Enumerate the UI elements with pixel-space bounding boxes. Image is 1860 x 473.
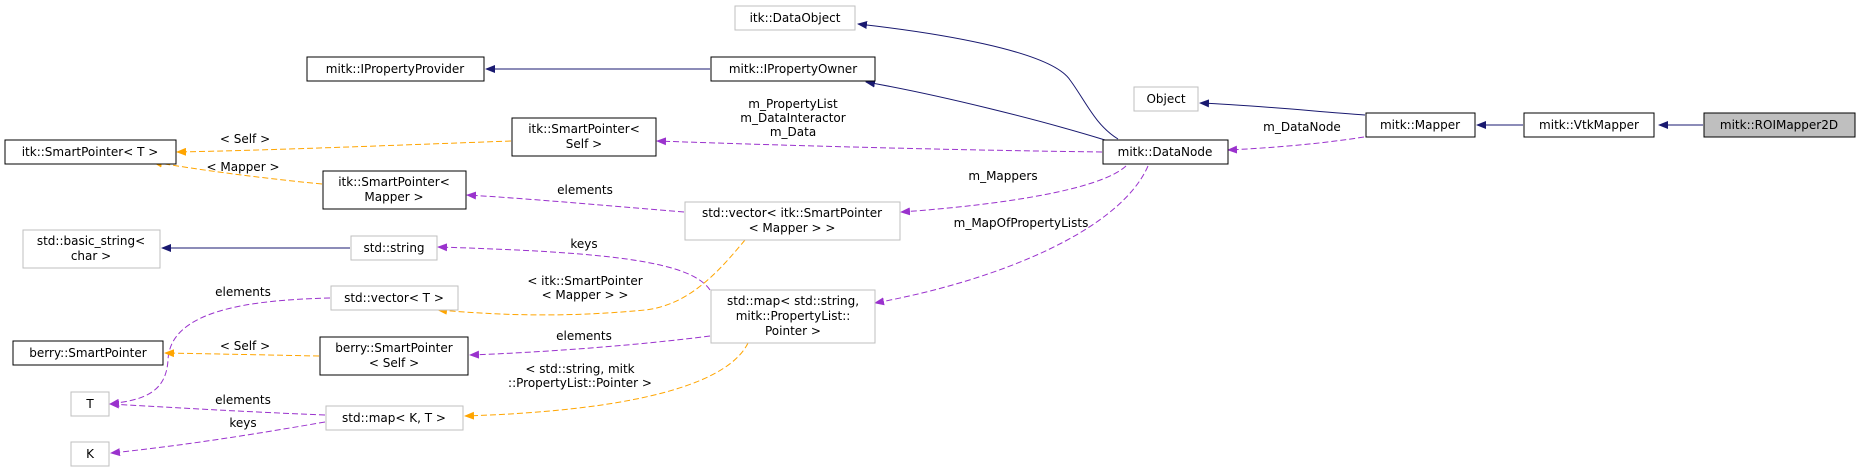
edge-t-to-vector-t (109, 297, 331, 407)
node-berry-smartptr-self[interactable]: berry::SmartPointer< Self > (319, 336, 469, 376)
node-ipropertyowner[interactable]: mitk::IPropertyOwner (710, 56, 876, 82)
nodes: mitk::ROIMapper2D mitk::VtkMapper mitk::… (4, 5, 1856, 467)
edges (109, 21, 1703, 457)
node-ipropertyprovider[interactable]: mitk::IPropertyProvider (306, 56, 485, 82)
svg-text:itk::SmartPointer<Mapper >: itk::SmartPointer<Mapper > (338, 175, 450, 204)
node-berry-smartptr[interactable]: berry::SmartPointer (12, 340, 164, 366)
svg-text:std::vector< T >: std::vector< T > (344, 291, 444, 305)
svg-text:mitk::VtkMapper: mitk::VtkMapper (1539, 118, 1639, 132)
edge-datanode-to-mapper (1227, 136, 1365, 154)
edge-tmpl-berry (164, 349, 320, 358)
node-t[interactable]: T (70, 391, 110, 417)
edge-tmpl-map-kt (464, 342, 749, 420)
svg-text:mitk::IPropertyProvider: mitk::IPropertyProvider (326, 62, 465, 76)
svg-text:std::map< std::string,mitk::Pr: std::map< std::string,mitk::PropertyList… (727, 294, 859, 338)
edge-tmpl-smartptrself (176, 140, 512, 156)
svg-text:mitk::DataNode: mitk::DataNode (1118, 145, 1213, 159)
edge-itkdataobject-to-datanode (857, 21, 1119, 140)
svg-text:std::vector< itk::SmartPointer: std::vector< itk::SmartPointer< Mapper >… (702, 206, 882, 235)
node-mapper[interactable]: mitk::Mapper (1365, 112, 1476, 138)
label-elements-vec: elements (557, 183, 613, 197)
label-self-itk: < Self > (220, 132, 270, 146)
svg-text:mitk::IPropertyOwner: mitk::IPropertyOwner (729, 62, 857, 76)
node-map-kt[interactable]: std::map< K, T > (325, 405, 464, 431)
svg-text:Object: Object (1146, 92, 1185, 106)
node-basic-string[interactable]: std::basic_string<char > (22, 229, 161, 269)
node-vector-t[interactable]: std::vector< T > (330, 285, 459, 311)
edge-tmpl-smartptrmapper (152, 159, 323, 185)
label-elements-berry: elements (556, 329, 612, 343)
svg-text:itk::SmartPointer<Self >: itk::SmartPointer<Self > (528, 122, 640, 151)
node-k[interactable]: K (70, 441, 110, 467)
label-keys-k: keys (229, 416, 256, 430)
label-m-mapofpropertylists: m_MapOfPropertyLists (954, 216, 1089, 230)
node-map-string[interactable]: std::map< std::string,mitk::PropertyList… (710, 289, 876, 344)
node-std-string[interactable]: std::string (350, 235, 438, 261)
label-elements-vector-t: elements (215, 285, 271, 299)
edge-stdstring-to-map (437, 243, 711, 291)
svg-text:T: T (85, 397, 94, 411)
node-object[interactable]: Object (1133, 86, 1199, 112)
node-vector-smartptr[interactable]: std::vector< itk::SmartPointer< Mapper >… (684, 201, 901, 241)
svg-text:berry::SmartPointer: berry::SmartPointer (29, 346, 146, 360)
node-itk-dataobject[interactable]: itk::DataObject (734, 5, 856, 31)
label-elements-t: elements (215, 393, 271, 407)
svg-text:std::basic_string<char >: std::basic_string<char > (37, 234, 145, 263)
edge-berrysmartptr-to-map (469, 335, 711, 359)
node-vtkmapper[interactable]: mitk::VtkMapper (1523, 112, 1655, 138)
edge-ipropertyowner-to-datanode (865, 79, 1106, 141)
label-map-tmpl: < std::string, mitk::PropertyList::Point… (508, 362, 652, 390)
svg-text:std::map< K, T >: std::map< K, T > (342, 411, 446, 425)
svg-text:std::string: std::string (363, 241, 424, 255)
node-roimapper2d[interactable]: mitk::ROIMapper2D (1703, 112, 1856, 138)
node-datanode[interactable]: mitk::DataNode (1102, 139, 1229, 165)
label-smartptr-mapper-tmpl: < itk::SmartPointer< Mapper > > (527, 274, 642, 302)
edge-map-to-datanode (874, 165, 1149, 306)
svg-text:mitk::Mapper: mitk::Mapper (1380, 118, 1460, 132)
svg-text:berry::SmartPointer< Self >: berry::SmartPointer< Self > (335, 341, 452, 370)
svg-text:itk::DataObject: itk::DataObject (750, 11, 841, 25)
edge-smartptrmapper-to-vector (466, 191, 685, 213)
node-itk-smartptr-t[interactable]: itk::SmartPointer< T > (4, 139, 177, 165)
node-smartptr-mapper[interactable]: itk::SmartPointer<Mapper > (322, 170, 467, 210)
edge-k-to-map-kt (110, 421, 326, 457)
node-smartptr-self[interactable]: itk::SmartPointer<Self > (511, 117, 657, 157)
edge-smartptrself-to-datanode (656, 137, 1103, 153)
label-m-mappers: m_Mappers (968, 169, 1037, 183)
edge-tmpl-vector-t (437, 239, 746, 316)
edge-t-to-map-kt (109, 400, 326, 416)
label-self-berry: < Self > (220, 339, 270, 353)
svg-text:K: K (86, 447, 95, 461)
svg-text:mitk::ROIMapper2D: mitk::ROIMapper2D (1720, 118, 1838, 132)
label-m-datanode: m_DataNode (1263, 120, 1341, 134)
svg-text:itk::SmartPointer< T >: itk::SmartPointer< T > (22, 145, 159, 159)
edge-vector-to-datanode (900, 165, 1127, 216)
label-keys-string: keys (570, 237, 597, 251)
edge-object-to-mapper (1199, 99, 1366, 116)
label-mapper-itk: < Mapper > (207, 160, 280, 174)
